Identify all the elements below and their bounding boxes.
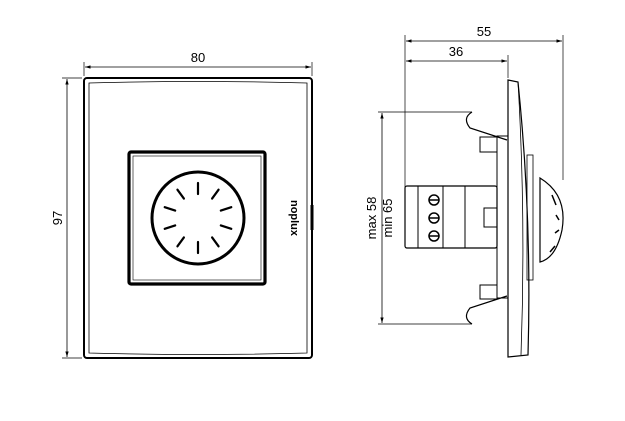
knob-tick <box>163 224 177 230</box>
cover-plate-side <box>507 79 530 358</box>
knob-tick <box>163 206 177 212</box>
knob-tick <box>211 236 220 248</box>
width-dimension-label: 80 <box>191 50 205 65</box>
knob-tick <box>211 188 220 200</box>
front-view <box>62 62 314 359</box>
knob-side <box>539 176 564 263</box>
knob-tick <box>219 206 233 212</box>
inner-frame <box>127 150 267 286</box>
knob-tick <box>219 224 233 230</box>
box-min-label: min 65 <box>380 198 395 237</box>
terminal-block <box>404 185 498 249</box>
terminal-screws <box>428 194 440 242</box>
knob-tick <box>176 236 185 248</box>
height-dimension-label: 97 <box>50 211 65 225</box>
brand-logo: noplux <box>288 200 300 237</box>
mount-depth-label: 36 <box>449 44 463 59</box>
knob-ticks <box>163 181 233 255</box>
cover-frame-outer <box>83 77 313 359</box>
side-view <box>378 35 564 358</box>
cover-frame-inner <box>88 81 308 355</box>
box-max-label: max 58 <box>364 197 379 240</box>
knob-tick <box>176 188 185 200</box>
dimmer-knob <box>150 170 246 266</box>
total-depth-label: 55 <box>477 24 491 39</box>
